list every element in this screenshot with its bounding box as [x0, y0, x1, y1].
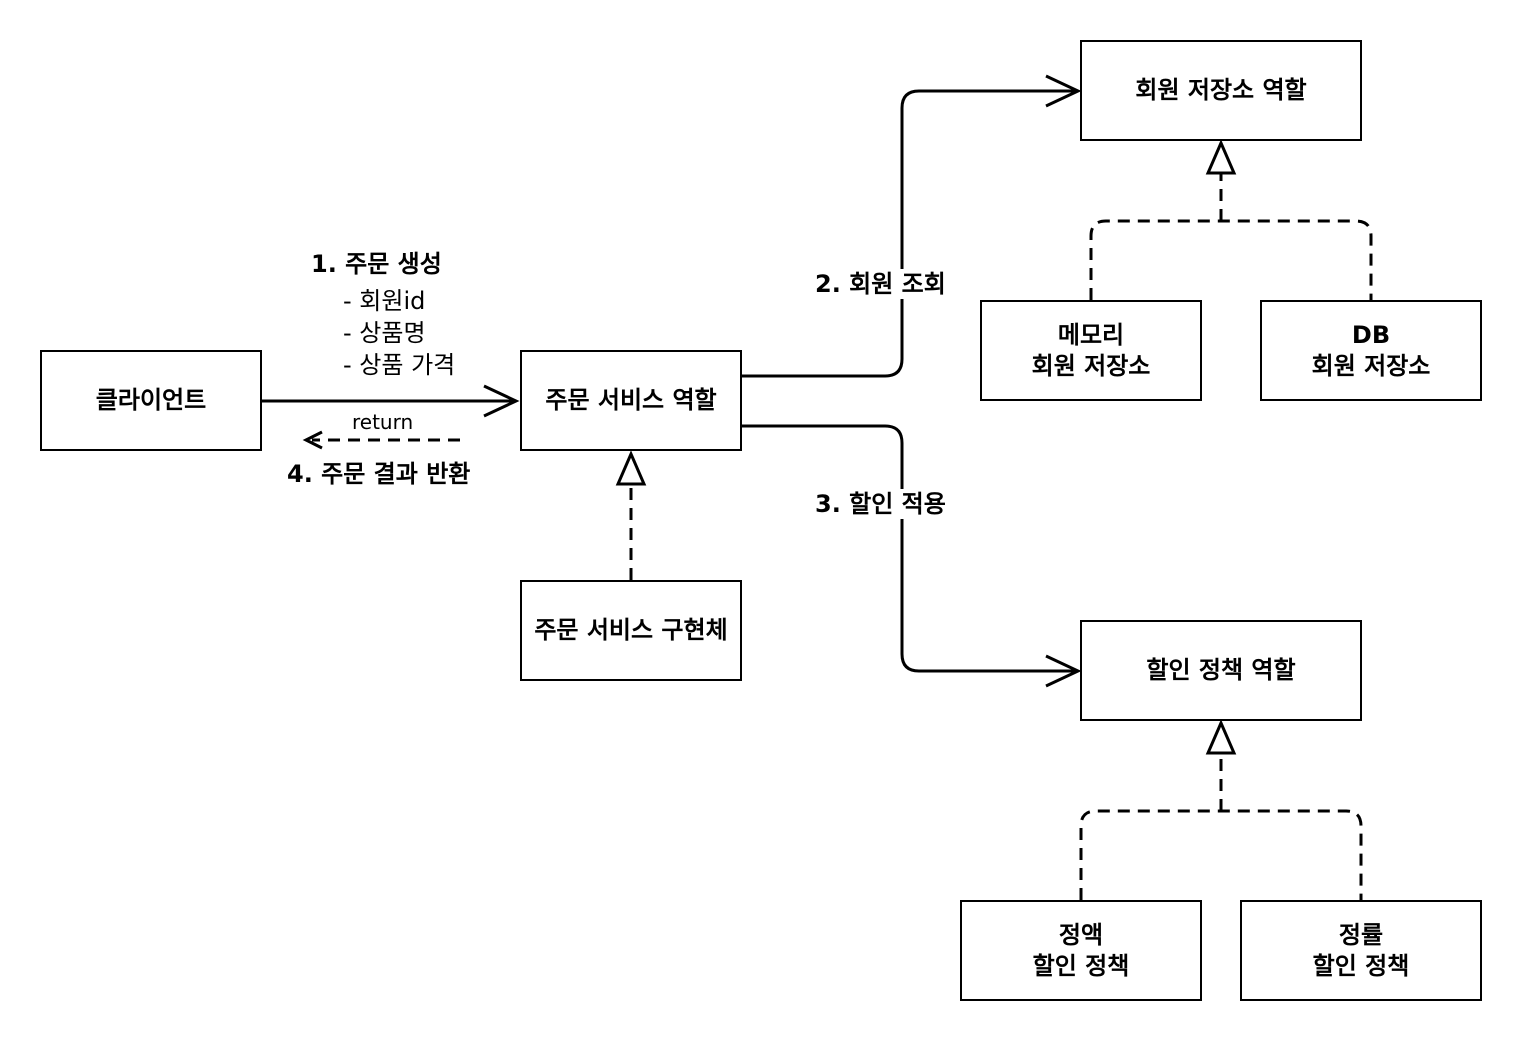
- db-member-repo-box: DB 회원 저장소: [1260, 300, 1482, 401]
- apply-discount-label: 3. 할인 적용: [815, 489, 946, 519]
- order-service-impl-label: 주문 서비스 구현체: [534, 616, 728, 644]
- member-repo-role-label: 회원 저장소 역할: [1135, 76, 1307, 104]
- param-item-name: - 상품명: [343, 319, 426, 347]
- memory-member-repo-label-line2: 회원 저장소: [1031, 351, 1151, 380]
- apply-discount-arrow-line: [742, 424, 1076, 673]
- return-label: return: [352, 410, 414, 434]
- member-repo-role-box: 회원 저장소 역할: [1080, 40, 1362, 141]
- fixed-discount-policy-label-line2: 할인 정책: [1032, 951, 1130, 980]
- member-repo-realization-triangle: [1205, 139, 1237, 175]
- member-lookup-arrow-line: [742, 89, 1076, 378]
- order-role-realization-triangle: [615, 450, 647, 486]
- member-repo-realization-line: [1089, 219, 1373, 300]
- order-service-role-label: 주문 서비스 역할: [545, 386, 717, 414]
- discount-realization-line: [1079, 809, 1363, 900]
- db-member-repo-label-line2: 회원 저장소: [1311, 351, 1431, 380]
- return-arrowhead: [302, 430, 323, 450]
- create-order-label: 1. 주문 생성: [311, 250, 442, 278]
- fixed-discount-policy-label-line1: 정액: [1058, 920, 1104, 949]
- discount-policy-role-box: 할인 정책 역할: [1080, 620, 1362, 721]
- client-label: 클라이언트: [95, 386, 207, 414]
- db-member-repo-label-line1: DB: [1351, 320, 1391, 349]
- rate-discount-policy-box: 정률 할인 정책: [1240, 900, 1482, 1001]
- param-item-price: - 상품 가격: [343, 351, 456, 379]
- order-service-role-box: 주문 서비스 역할: [520, 350, 742, 451]
- rate-discount-policy-label-line1: 정률: [1338, 920, 1384, 949]
- fixed-discount-policy-box: 정액 할인 정책: [960, 900, 1202, 1001]
- client-box: 클라이언트: [40, 350, 262, 451]
- discount-policy-role-label: 할인 정책 역할: [1146, 656, 1296, 684]
- return-result-label: 4. 주문 결과 반환: [287, 460, 471, 488]
- member-lookup-label: 2. 회원 조회: [815, 269, 946, 299]
- param-member-id: - 회원id: [343, 287, 426, 315]
- rate-discount-policy-label-line2: 할인 정책: [1312, 951, 1410, 980]
- create-order-arrowhead: [483, 384, 520, 418]
- discount-realization-triangle: [1205, 719, 1237, 755]
- member-lookup-arrowhead: [1045, 74, 1082, 108]
- apply-discount-arrowhead: [1045, 654, 1082, 688]
- order-service-impl-box: 주문 서비스 구현체: [520, 580, 742, 681]
- memory-member-repo-box: 메모리 회원 저장소: [980, 300, 1202, 401]
- memory-member-repo-label-line1: 메모리: [1057, 320, 1125, 349]
